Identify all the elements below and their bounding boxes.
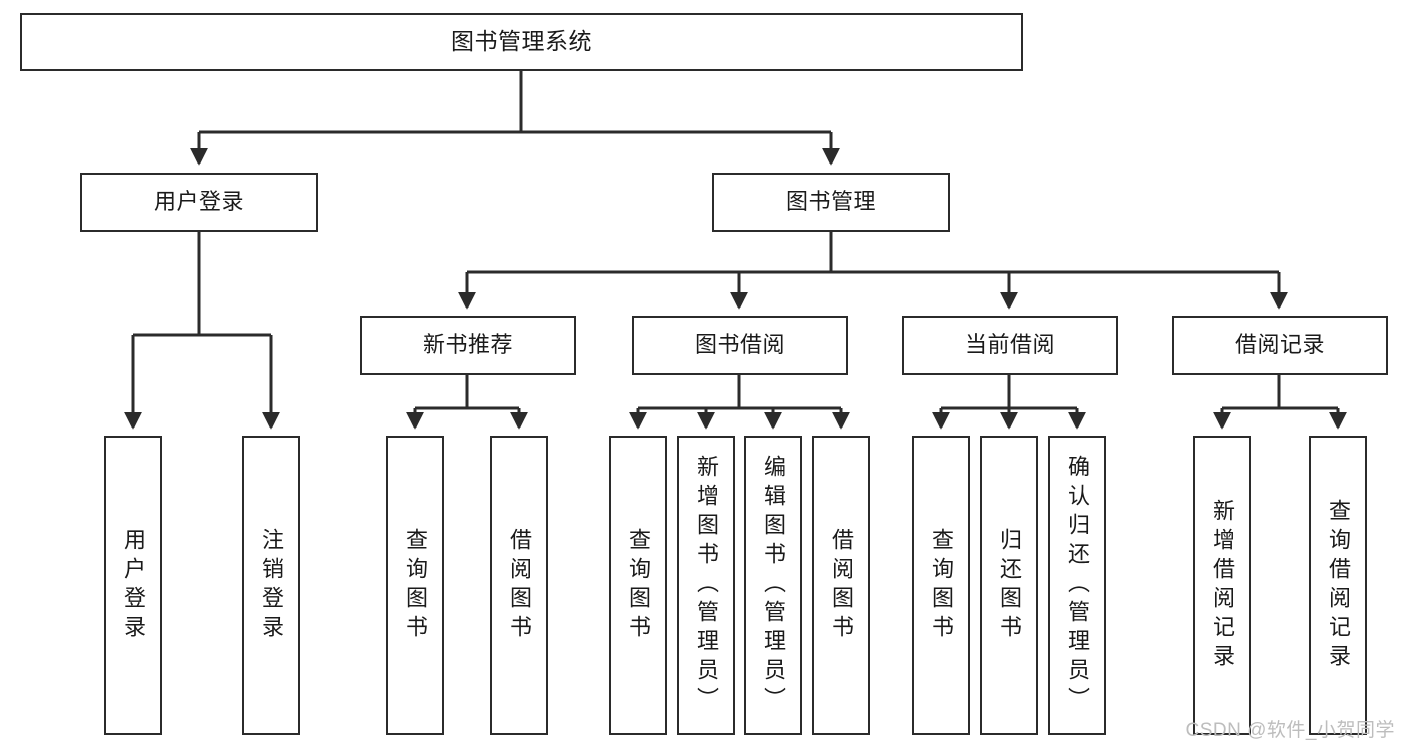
node-leaf-query-book-1-label: 查询图书 bbox=[403, 527, 428, 644]
node-current-borrow-label: 当前借阅 bbox=[964, 332, 1055, 358]
node-leaf-borrow-book-2[interactable]: 借阅图书 bbox=[812, 436, 870, 735]
node-leaf-edit-book[interactable]: 编辑图书（管理员） bbox=[744, 436, 802, 735]
node-leaf-borrow-book-1[interactable]: 借阅图书 bbox=[490, 436, 548, 735]
node-book-borrow[interactable]: 图书借阅 bbox=[632, 316, 848, 375]
node-borrow-record-label: 借阅记录 bbox=[1234, 332, 1325, 358]
node-leaf-logout-login-label: 注销登录 bbox=[259, 527, 284, 644]
node-root-label: 图书管理系统 bbox=[451, 28, 592, 55]
node-leaf-add-book-label: 新增图书（管理员） bbox=[694, 455, 719, 716]
node-current-borrow[interactable]: 当前借阅 bbox=[902, 316, 1118, 375]
node-new-book-recommend[interactable]: 新书推荐 bbox=[360, 316, 576, 375]
node-leaf-user-login[interactable]: 用户登录 bbox=[104, 436, 162, 735]
node-leaf-edit-book-label: 编辑图书（管理员） bbox=[761, 455, 786, 716]
node-leaf-confirm-return[interactable]: 确认归还（管理员） bbox=[1048, 436, 1106, 735]
node-leaf-add-book[interactable]: 新增图书（管理员） bbox=[677, 436, 735, 735]
node-book-borrow-label: 图书借阅 bbox=[694, 332, 785, 358]
node-leaf-query-record[interactable]: 查询借阅记录 bbox=[1309, 436, 1367, 735]
node-leaf-borrow-book-1-label: 借阅图书 bbox=[507, 527, 532, 644]
node-leaf-query-record-label: 查询借阅记录 bbox=[1326, 498, 1351, 673]
node-user-login-label: 用户登录 bbox=[153, 189, 244, 215]
node-leaf-confirm-return-label: 确认归还（管理员） bbox=[1065, 455, 1090, 716]
node-borrow-record[interactable]: 借阅记录 bbox=[1172, 316, 1388, 375]
node-leaf-query-book-3[interactable]: 查询图书 bbox=[912, 436, 970, 735]
node-leaf-query-book-3-label: 查询图书 bbox=[929, 527, 954, 644]
node-leaf-add-record[interactable]: 新增借阅记录 bbox=[1193, 436, 1251, 735]
node-leaf-add-record-label: 新增借阅记录 bbox=[1210, 498, 1235, 673]
node-leaf-borrow-book-2-label: 借阅图书 bbox=[829, 527, 854, 644]
node-leaf-return-book[interactable]: 归还图书 bbox=[980, 436, 1038, 735]
node-leaf-return-book-label: 归还图书 bbox=[997, 527, 1022, 644]
node-leaf-user-login-label: 用户登录 bbox=[121, 527, 146, 644]
node-leaf-query-book-2[interactable]: 查询图书 bbox=[609, 436, 667, 735]
node-leaf-query-book-1[interactable]: 查询图书 bbox=[386, 436, 444, 735]
node-root-system[interactable]: 图书管理系统 bbox=[20, 13, 1023, 71]
node-book-management[interactable]: 图书管理 bbox=[712, 173, 950, 232]
node-new-book-recommend-label: 新书推荐 bbox=[422, 332, 513, 358]
node-user-login[interactable]: 用户登录 bbox=[80, 173, 318, 232]
node-leaf-logout-login[interactable]: 注销登录 bbox=[242, 436, 300, 735]
node-book-management-label: 图书管理 bbox=[785, 189, 876, 215]
watermark-text: CSDN @软件_小贺同学 bbox=[1185, 720, 1395, 741]
node-leaf-query-book-2-label: 查询图书 bbox=[626, 527, 651, 644]
